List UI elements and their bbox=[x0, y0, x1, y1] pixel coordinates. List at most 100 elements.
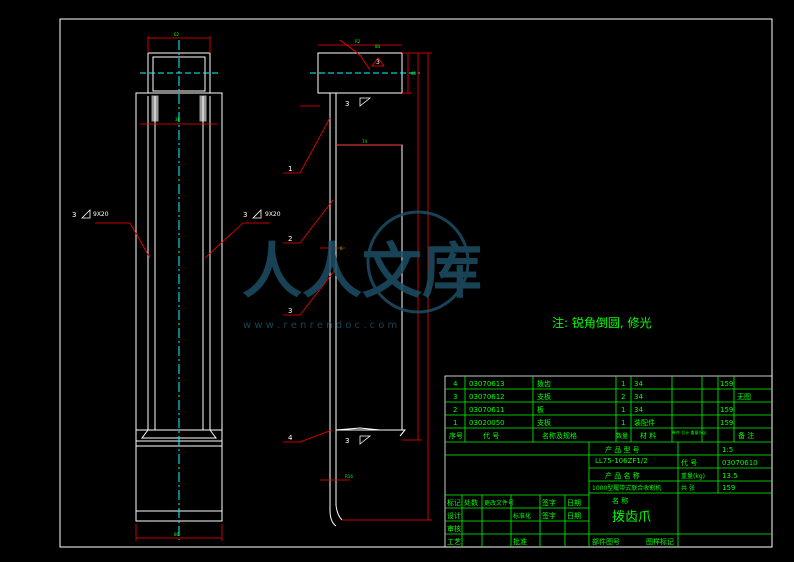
svg-text:34: 34 bbox=[634, 406, 643, 414]
svg-text:板: 板 bbox=[537, 405, 544, 414]
watermark-brand: 人人文库 bbox=[242, 237, 482, 307]
svg-text:40: 40 bbox=[411, 71, 417, 76]
bom-row-2: 2 03070611 板 1 34 159 bbox=[453, 405, 733, 414]
svg-text:产 品 型 号: 产 品 型 号 bbox=[605, 445, 640, 454]
bom-row-1: 1 03020050 支板 1 装配件 159 bbox=[453, 418, 733, 427]
side-welds: 3 3 3 bbox=[345, 59, 380, 445]
svg-text:62: 62 bbox=[174, 32, 180, 37]
svg-text:支板: 支板 bbox=[537, 392, 551, 401]
svg-text:无图: 无图 bbox=[737, 393, 751, 401]
svg-text:设计: 设计 bbox=[447, 511, 461, 520]
svg-text:名称及规格: 名称及规格 bbox=[542, 431, 577, 440]
svg-text:单件 总计 重量(kg): 单件 总计 重量(kg) bbox=[672, 429, 707, 435]
svg-text:159: 159 bbox=[722, 484, 735, 492]
side-dim-texts: R2 84 40 74 6 R16 bbox=[340, 39, 417, 479]
svg-text:159: 159 bbox=[720, 380, 733, 388]
drawing-name: 拨齿爪 bbox=[612, 510, 651, 525]
weld-right: 3 9X20 bbox=[243, 209, 281, 219]
bom-table: 4 03070613 拨齿 1 34 159 3 03070612 支板 2 3… bbox=[449, 379, 754, 440]
svg-text:6: 6 bbox=[340, 246, 343, 251]
svg-text:日期: 日期 bbox=[567, 499, 581, 507]
svg-text:名 称: 名 称 bbox=[612, 496, 628, 505]
svg-text:R2: R2 bbox=[355, 39, 361, 44]
drawing-note: 注: 锐角倒圆, 修光 bbox=[552, 315, 652, 330]
svg-text:产 品 名 称: 产 品 名 称 bbox=[605, 471, 640, 480]
svg-text:装配件: 装配件 bbox=[634, 418, 655, 427]
svg-text:日期: 日期 bbox=[567, 512, 581, 520]
svg-text:1: 1 bbox=[621, 406, 625, 414]
svg-text:序号: 序号 bbox=[449, 431, 463, 440]
svg-text:4: 4 bbox=[288, 434, 293, 442]
side-view bbox=[317, 52, 407, 527]
svg-text:备 注: 备 注 bbox=[738, 431, 754, 440]
front-dimensions bbox=[95, 36, 270, 541]
svg-text:3: 3 bbox=[453, 393, 457, 401]
svg-text:3: 3 bbox=[376, 59, 380, 66]
svg-text:批准: 批准 bbox=[513, 537, 527, 546]
watermark: 人人文库 w w w . r e n r e n d o c . c o m bbox=[242, 210, 482, 331]
svg-text:3: 3 bbox=[345, 100, 349, 108]
svg-text:84: 84 bbox=[375, 44, 381, 49]
svg-text:部件图号: 部件图号 bbox=[592, 537, 620, 546]
svg-text:38: 38 bbox=[175, 117, 181, 122]
svg-text:159: 159 bbox=[720, 406, 733, 414]
svg-text:审核: 审核 bbox=[447, 524, 461, 533]
svg-text:2: 2 bbox=[453, 406, 457, 414]
svg-text:工艺: 工艺 bbox=[447, 538, 461, 546]
svg-text:03020050: 03020050 bbox=[469, 419, 505, 427]
svg-text:LL75-106ZF1/2: LL75-106ZF1/2 bbox=[595, 457, 648, 465]
svg-text:1: 1 bbox=[621, 419, 625, 427]
bom-header: 序号 代 号 名称及规格 数量 材 料 单件 总计 重量(kg) 备 注 bbox=[449, 429, 754, 440]
svg-text:74: 74 bbox=[362, 139, 368, 144]
svg-text:1: 1 bbox=[453, 419, 457, 427]
svg-text:代 号: 代 号 bbox=[483, 431, 499, 440]
svg-text:1:5: 1:5 bbox=[722, 446, 733, 454]
svg-text:代 号: 代 号 bbox=[681, 458, 697, 467]
svg-text:更改文件号: 更改文件号 bbox=[484, 499, 514, 507]
svg-text:R16: R16 bbox=[345, 474, 353, 479]
svg-text:共 张: 共 张 bbox=[681, 484, 695, 492]
svg-text:03070611: 03070611 bbox=[469, 406, 505, 414]
part-leaders bbox=[283, 117, 336, 443]
svg-text:签字: 签字 bbox=[542, 511, 556, 520]
svg-text:图样标记: 图样标记 bbox=[646, 537, 674, 546]
svg-text:拨齿: 拨齿 bbox=[537, 379, 551, 388]
svg-text:重量(kg): 重量(kg) bbox=[681, 472, 705, 480]
svg-text:2: 2 bbox=[621, 393, 625, 401]
svg-text:支板: 支板 bbox=[537, 418, 551, 427]
svg-text:处数: 处数 bbox=[464, 498, 478, 507]
svg-text:34: 34 bbox=[634, 380, 643, 388]
side-dimensions bbox=[300, 39, 432, 521]
svg-text:1: 1 bbox=[621, 380, 625, 388]
leader-labels: 1 2 3 4 bbox=[288, 165, 293, 442]
svg-text:1: 1 bbox=[288, 165, 292, 173]
svg-text:标准化: 标准化 bbox=[513, 512, 531, 520]
svg-text:数量: 数量 bbox=[616, 432, 628, 440]
weld-label: 3 bbox=[243, 211, 247, 219]
weld-label: 3 bbox=[72, 211, 76, 219]
weld-left: 3 9X20 bbox=[72, 209, 109, 219]
svg-text:03070612: 03070612 bbox=[469, 393, 505, 401]
svg-text:3: 3 bbox=[288, 307, 292, 315]
svg-text:03070610: 03070610 bbox=[722, 459, 758, 467]
outer-frame bbox=[59, 18, 773, 548]
svg-text:03070613: 03070613 bbox=[469, 380, 505, 388]
bom-row-3: 3 03070612 支板 2 34 无图 bbox=[453, 392, 751, 401]
svg-text:签字: 签字 bbox=[542, 498, 556, 507]
svg-text:13.5: 13.5 bbox=[722, 472, 738, 480]
svg-text:159: 159 bbox=[720, 419, 733, 427]
weld-size: 9X20 bbox=[265, 211, 281, 218]
svg-text:标记: 标记 bbox=[447, 498, 461, 507]
title-block-text: 产 品 型 号 LL75-106ZF1/2 产 品 名 称 1000型履带式联合… bbox=[592, 445, 758, 546]
svg-text:4: 4 bbox=[453, 380, 458, 388]
watermark-url: w w w . r e n r e n d o c . c o m bbox=[243, 320, 397, 331]
svg-text:3: 3 bbox=[345, 437, 349, 445]
sign-table: 标记 处数 更改文件号 签字 日期 设计 标准化 签字 日期 审核 工艺 批准 bbox=[447, 498, 581, 546]
weld-size: 9X20 bbox=[93, 211, 109, 218]
svg-text:1000型履带式联合收割机: 1000型履带式联合收割机 bbox=[592, 484, 661, 492]
svg-text:86: 86 bbox=[174, 532, 180, 537]
svg-text:2: 2 bbox=[288, 235, 292, 243]
svg-text:34: 34 bbox=[634, 393, 643, 401]
front-dim-texts: 62 38 86 bbox=[174, 32, 181, 537]
